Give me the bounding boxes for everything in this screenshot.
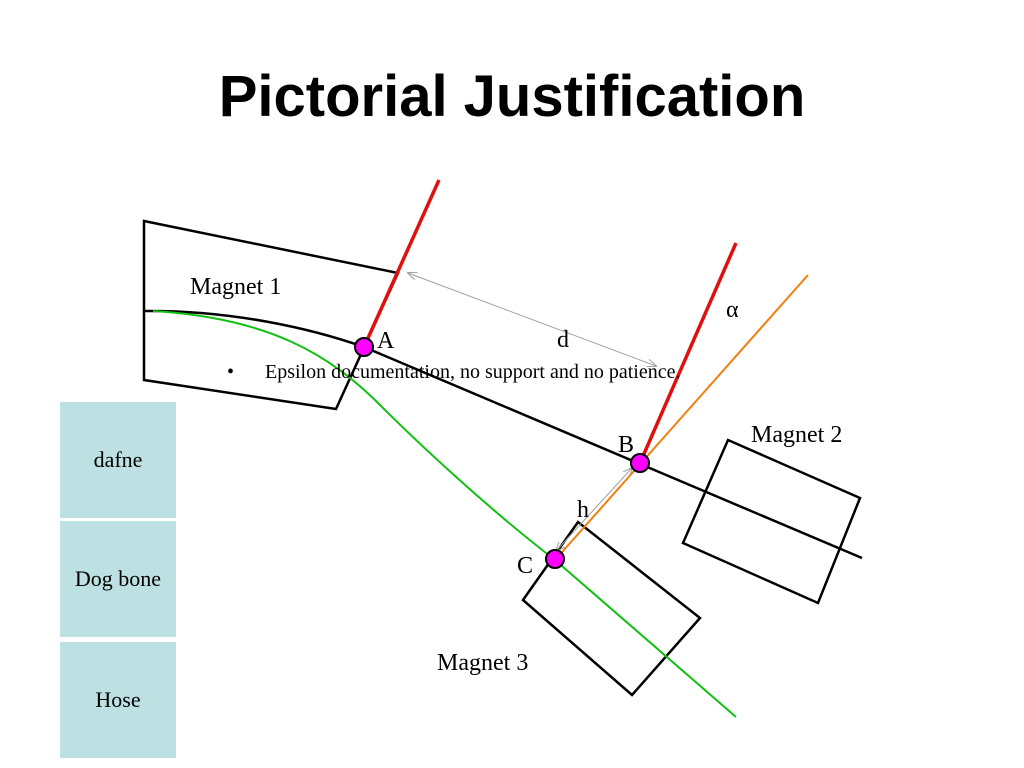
green-trajectory [152,310,737,718]
point-a-label: A [377,328,395,354]
dimension-h-line [556,468,632,551]
orange-line [554,274,809,561]
distance-h-label: h [577,497,589,523]
magnet3-label: Magnet 3 [437,650,528,676]
magnet2-label: Magnet 2 [751,422,842,448]
side-box-hose: Hose [60,642,176,758]
distance-d-label: d [557,327,569,353]
side-box-hose-label: Hose [95,687,141,712]
point-a-marker [354,337,374,357]
point-c-label: C [517,553,533,579]
side-box-dafne: dafne [60,402,176,518]
point-b-marker [630,453,650,473]
red-edge-line-b [638,242,738,464]
bullet-text: Epsilon documentation, no support and no… [265,361,680,383]
point-b-label: B [618,432,634,458]
point-c-marker [545,549,565,569]
magnet1-outline [142,219,400,411]
magnet1-label: Magnet 1 [190,274,281,300]
red-edge-line-a [362,179,441,348]
angle-alpha-label: α [726,297,739,323]
magnet2-outline [681,438,862,605]
dimension-d-line [408,273,656,366]
reference-trajectory [143,309,863,560]
side-box-dog-bone-label: Dog bone [74,566,162,591]
side-box-dafne-label: dafne [93,447,143,472]
side-box-dog-bone: Dog bone [60,521,176,637]
bullet-marker: • [227,361,234,383]
slide-title: Pictorial Justification [218,64,806,129]
